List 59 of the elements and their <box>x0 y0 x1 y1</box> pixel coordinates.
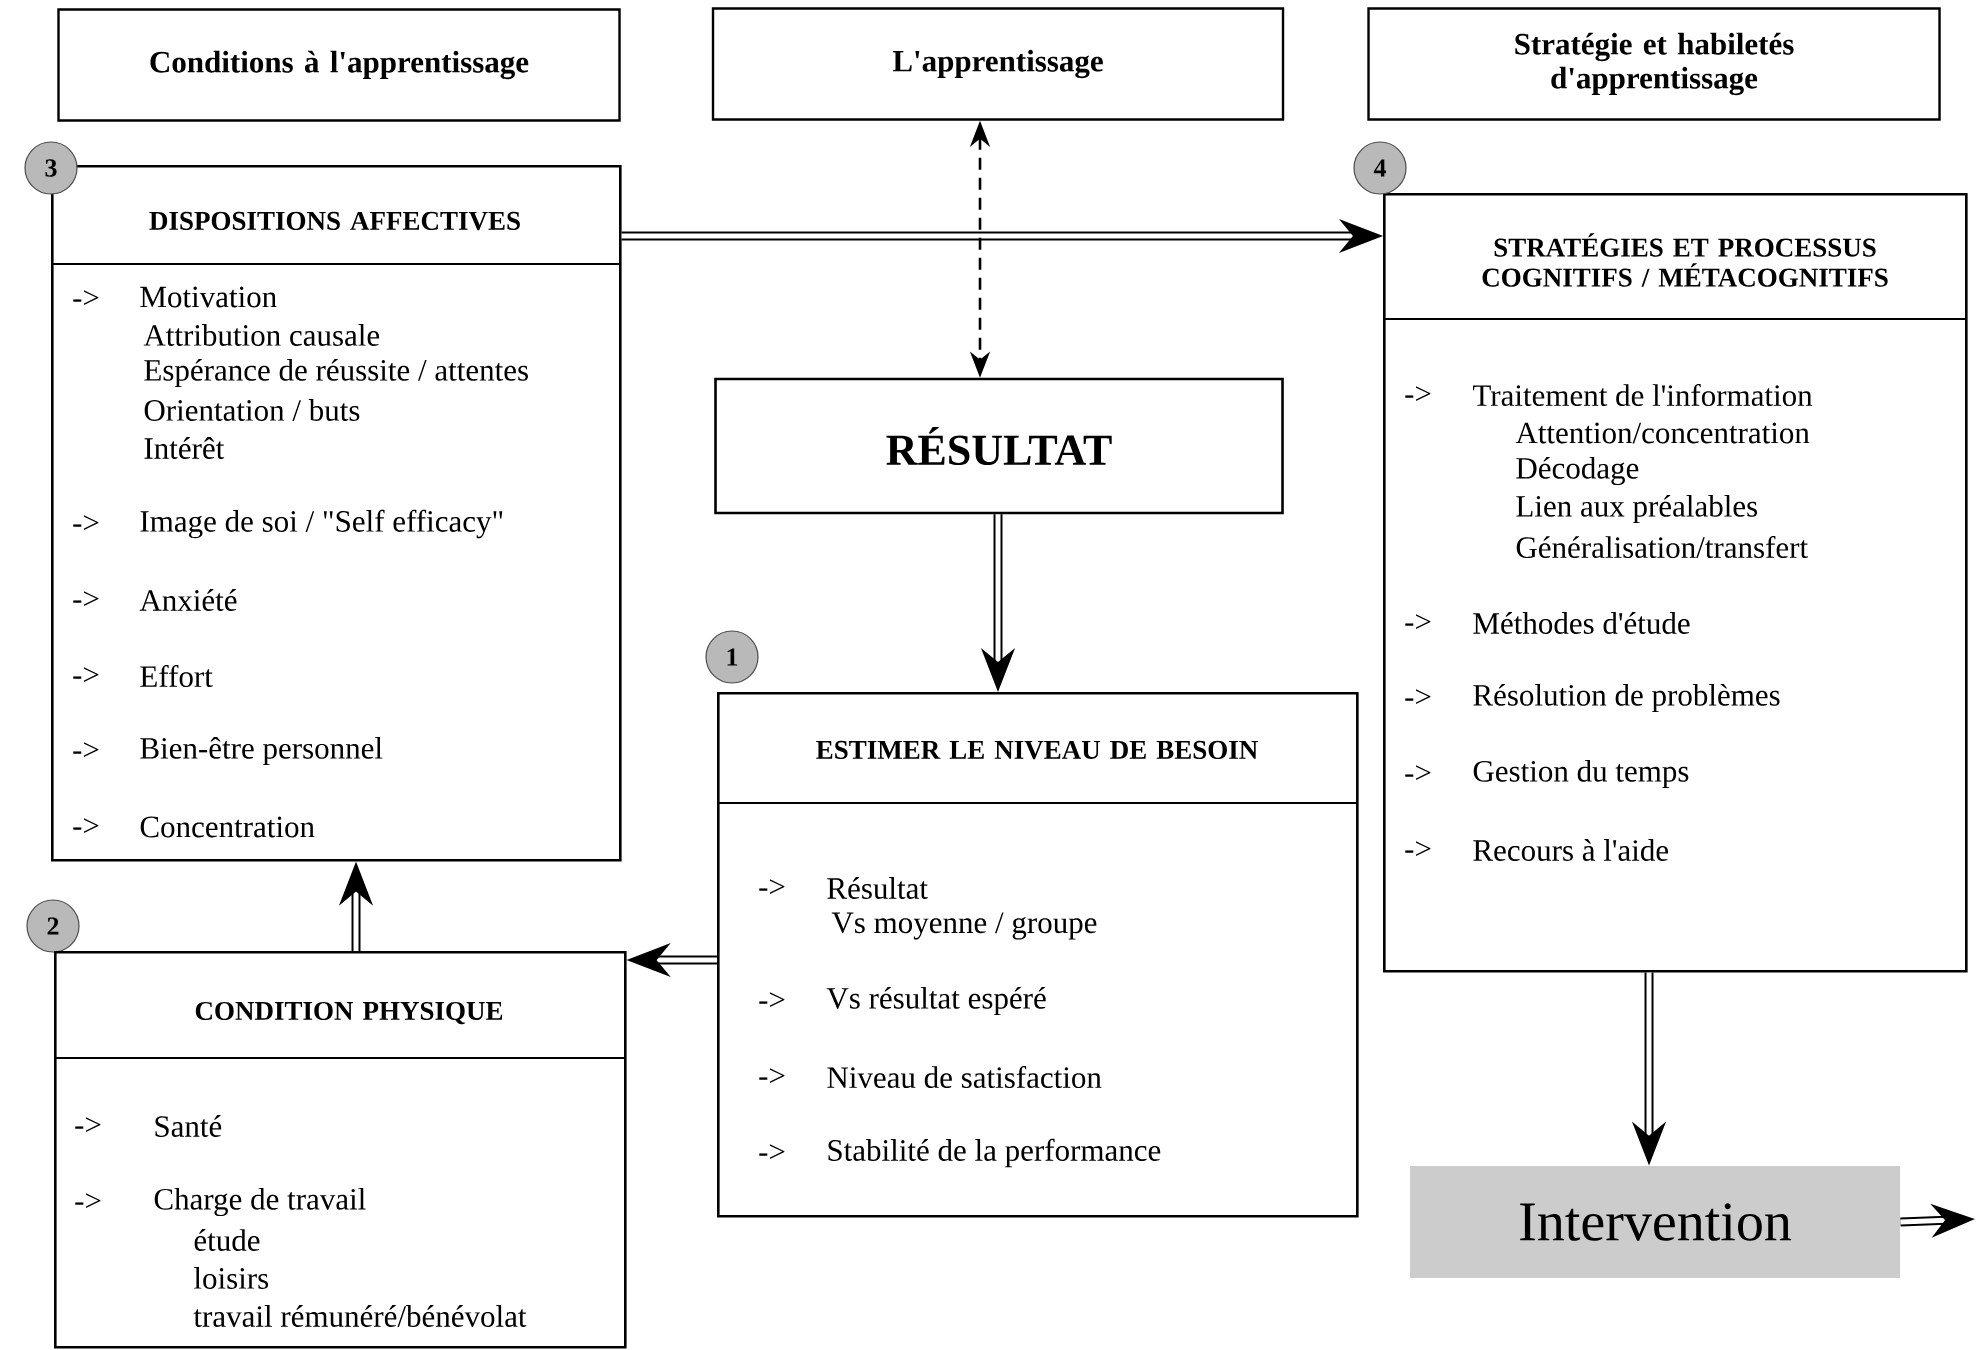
list-item: Stabilité de la performance <box>828 1138 1161 1168</box>
list-arrow: -> <box>1405 765 1431 781</box>
list-item: Charge de travail <box>154 1187 366 1217</box>
list-item: Lien aux préalables <box>1516 494 1758 524</box>
list-arrow: -> <box>73 667 99 683</box>
list-item: loisirs <box>194 1267 269 1289</box>
list-item: Recours à l'aide <box>1473 839 1668 861</box>
list-arrow: -> <box>73 515 99 531</box>
list-item: Décodage <box>1516 456 1639 486</box>
number-badge: 3 <box>24 141 78 195</box>
list-arrow: -> <box>1405 386 1431 402</box>
list-item: Santé <box>155 1115 222 1137</box>
list-item: étude <box>194 1229 260 1251</box>
list-item: Espérance de réussite / attentes <box>144 358 528 388</box>
box-heading: STRATÉGIES ET PROCESSUS COGNITIFS / MÉTACOGNITIFS <box>1482 233 1888 287</box>
list-item: Anxiété <box>139 589 237 611</box>
list-arrow: -> <box>759 1144 785 1160</box>
number-badge: 1 <box>705 630 759 684</box>
list-arrow: -> <box>759 992 785 1008</box>
list-item: Concentration <box>140 816 315 838</box>
list-item: travail rémunéré/bénévolat <box>193 1305 527 1327</box>
list-item: Intérêt <box>144 437 225 459</box>
list-item: Vs moyenne / groupe <box>831 912 1097 940</box>
list-arrow: -> <box>1405 689 1431 705</box>
list-item: Niveau de satisfaction <box>827 1065 1102 1089</box>
number-badge: 4 <box>1353 141 1407 195</box>
list-item: Image de soi / "Self efficacy" <box>140 509 503 539</box>
list-arrow: -> <box>75 1193 101 1209</box>
box-heading: DISPOSITIONS AFFECTIVES <box>149 211 520 231</box>
list-item: Gestion du temps <box>1473 759 1689 789</box>
list-item: Orientation / buts <box>144 399 360 421</box>
result-box: RÉSULTAT <box>714 377 1284 515</box>
intervention-box: Intervention <box>1410 1166 1901 1278</box>
list-item: Résolution de problèmes <box>1473 683 1780 713</box>
title-box: Conditions à l'apprentissage <box>57 8 621 122</box>
list-arrow: -> <box>73 742 99 758</box>
list-item: Bien-être personnel <box>140 736 383 766</box>
box-heading: CONDITION PHYSIQUE <box>195 1001 503 1025</box>
list-item: Méthodes d'étude <box>1473 612 1690 634</box>
list-item: Généralisation/transfert <box>1516 535 1808 559</box>
list-item: Traitement de l'information <box>1473 383 1813 407</box>
list-item: Effort <box>140 664 213 688</box>
list-arrow: -> <box>759 879 785 895</box>
title-box: L'apprentissage <box>711 7 1285 121</box>
list-item: Vs résultat espéré <box>826 986 1046 1016</box>
number-badge: 2 <box>26 899 80 953</box>
list-item: Attention/concentration <box>1515 422 1810 444</box>
list-arrow: -> <box>1405 841 1431 857</box>
list-arrow: -> <box>75 1117 101 1133</box>
list-item: Résultat <box>827 877 928 899</box>
box-heading: ESTIMER LE NIVEAU DE BESOIN <box>816 740 1258 760</box>
list-arrow: -> <box>759 1068 785 1084</box>
list-arrow: -> <box>1405 614 1431 630</box>
list-arrow: -> <box>73 818 99 834</box>
list-arrow: -> <box>73 591 99 607</box>
title-box: Stratégie et habiletés d'apprentissage <box>1367 7 1941 121</box>
list-arrow: -> <box>73 290 99 306</box>
list-item: Motivation <box>140 286 277 308</box>
list-item: Attribution causale <box>143 324 380 346</box>
